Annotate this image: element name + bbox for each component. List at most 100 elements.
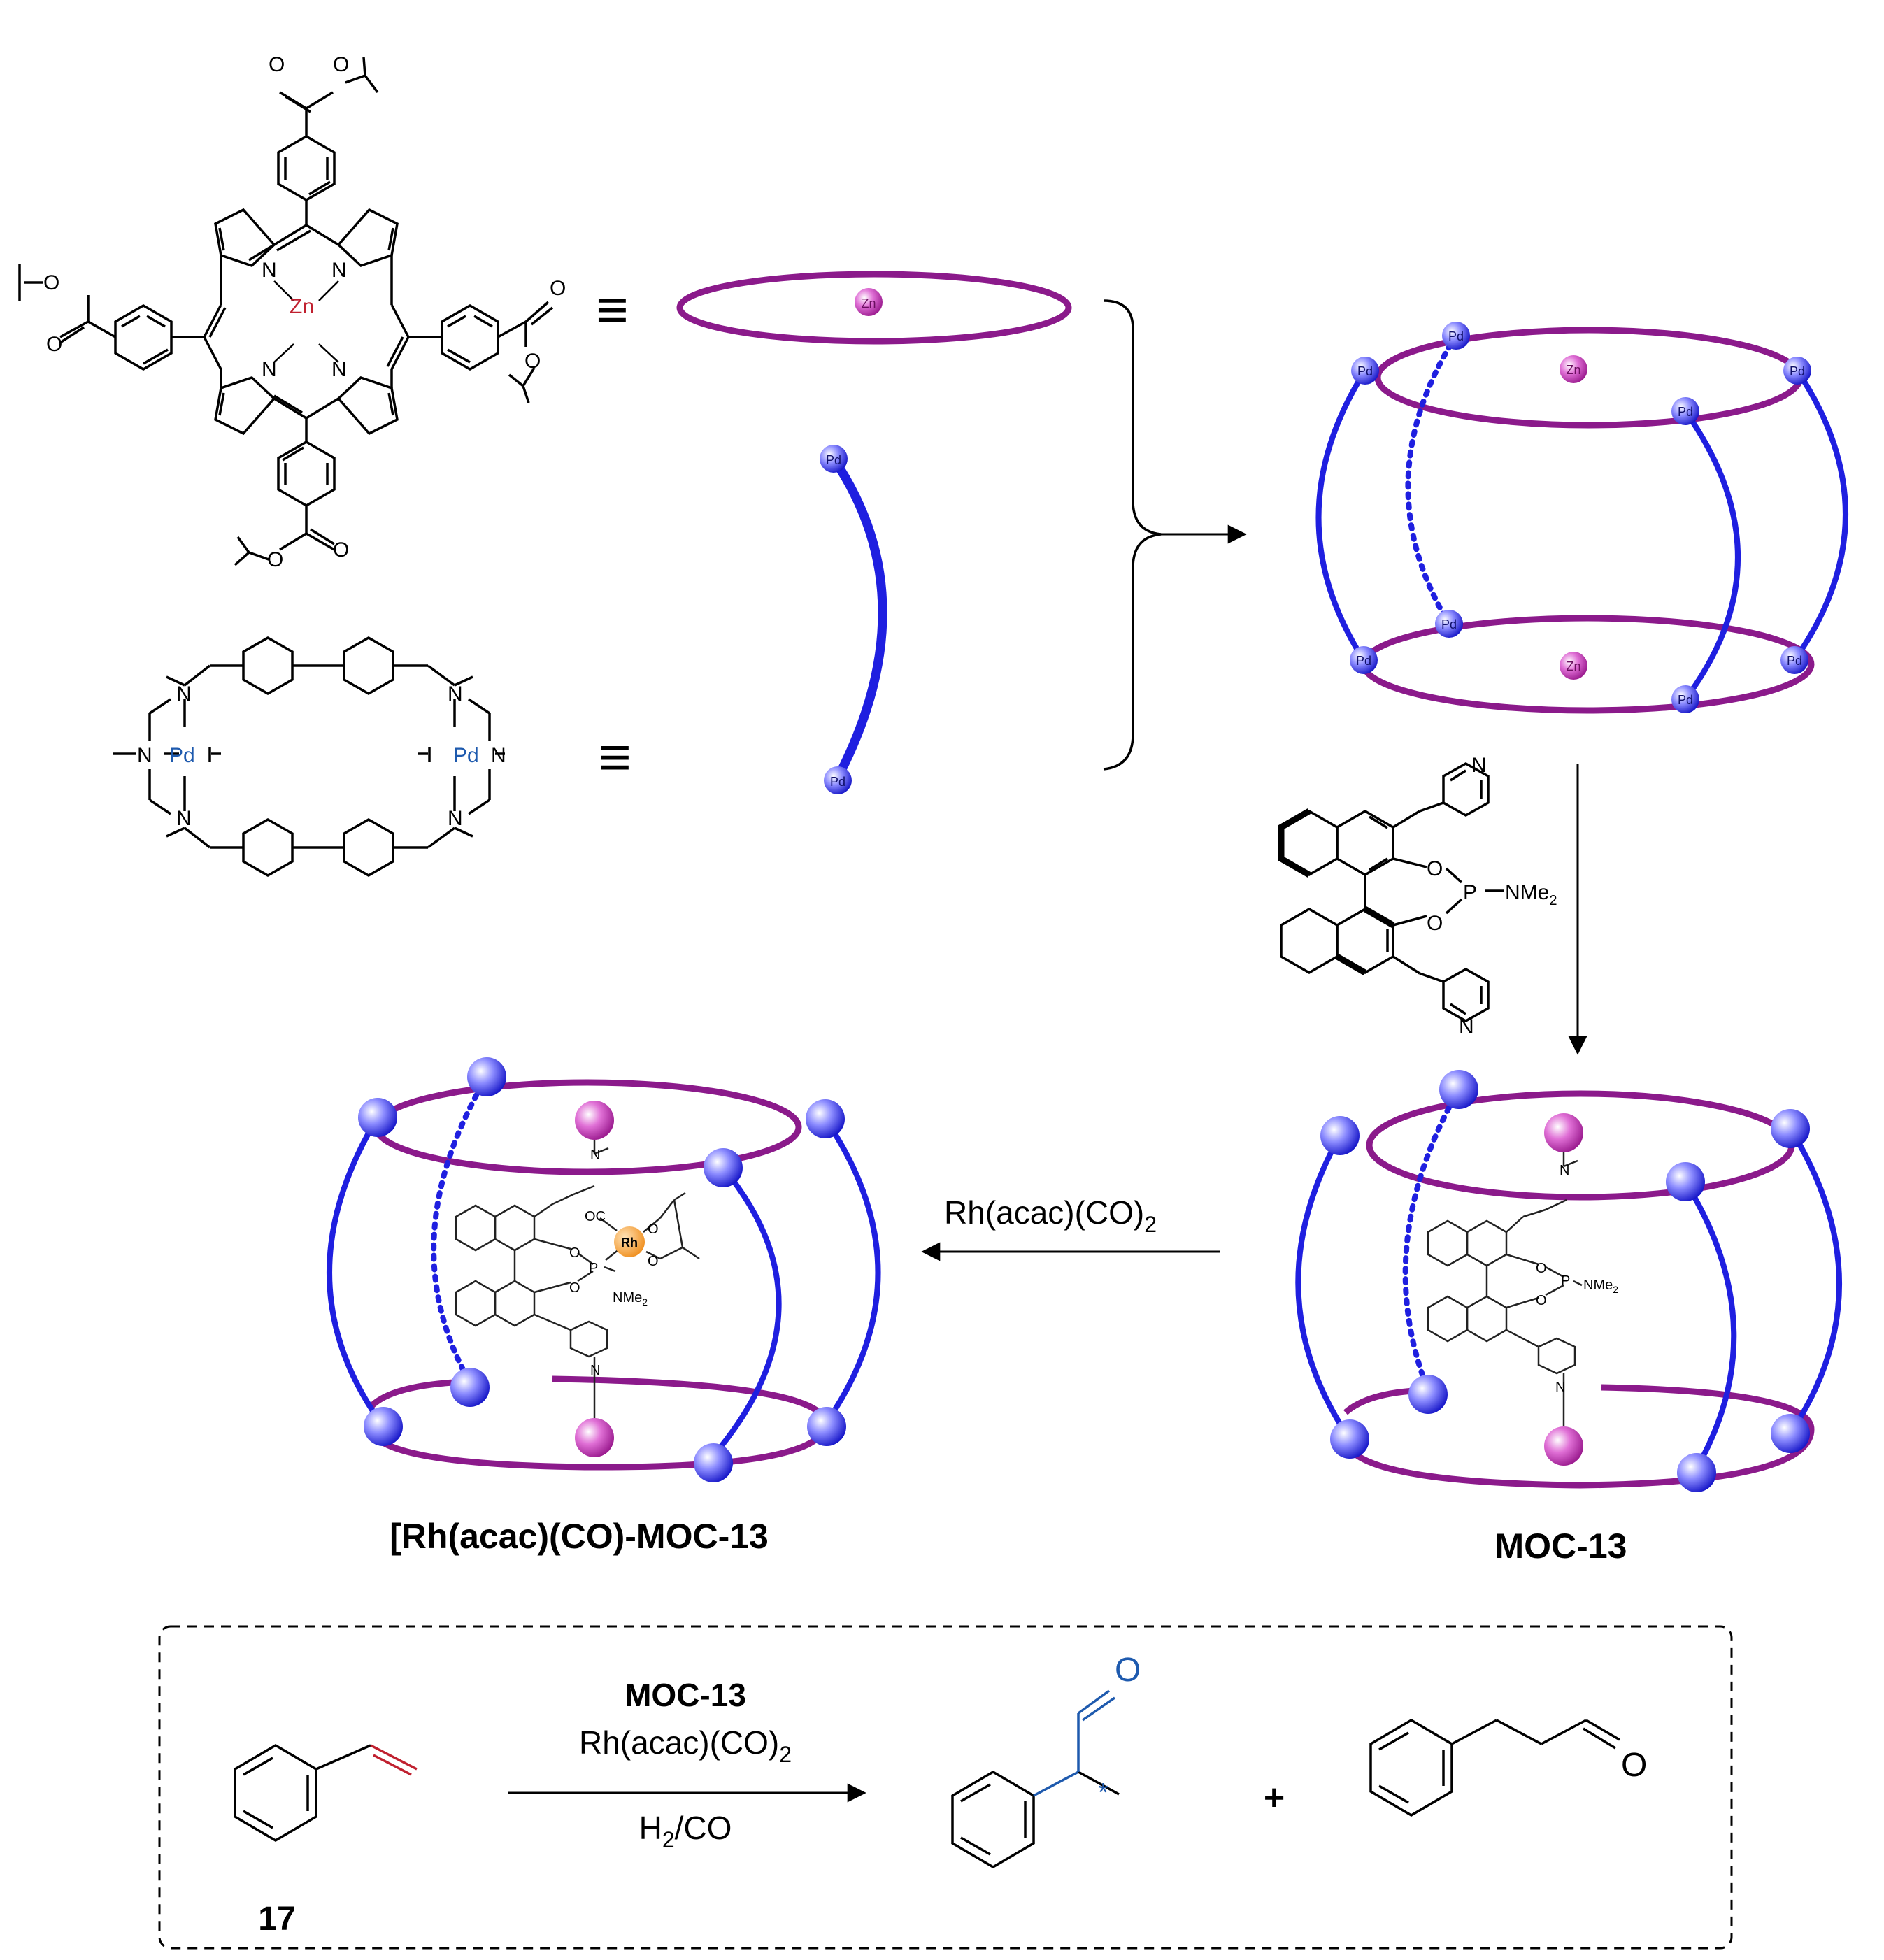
svg-text:Zn: Zn: [1566, 659, 1580, 673]
svg-text:Pd: Pd: [830, 775, 845, 789]
atom-o: O: [46, 333, 62, 356]
pd-node: [1771, 1414, 1810, 1453]
encapsulated-rh-ligand: [455, 1140, 700, 1418]
svg-text:O: O: [1536, 1293, 1547, 1308]
atom-o: O: [269, 53, 285, 76]
svg-text:P: P: [1561, 1273, 1570, 1289]
pd-node: Pd: [1351, 357, 1379, 385]
svg-text:O: O: [569, 1245, 580, 1261]
zn-node: Zn: [1560, 652, 1587, 680]
atom-n: N: [262, 358, 277, 381]
pd-linker-cartoon: [829, 456, 887, 783]
pd-node: Pd: [1671, 397, 1699, 425]
svg-text:Zn: Zn: [1566, 363, 1580, 377]
atom-o: O: [1427, 912, 1443, 935]
pd-macrocycle-structure: [113, 636, 505, 878]
pd-node: Pd: [824, 766, 852, 794]
atom-o: O: [550, 277, 566, 300]
svg-text:Pd: Pd: [1678, 693, 1693, 707]
zn-porphyrin-structure: [18, 57, 554, 566]
zn-node: [1544, 1426, 1583, 1466]
pd-node: [358, 1098, 397, 1137]
atom-o: O: [333, 53, 349, 76]
pd-node: [1771, 1109, 1810, 1148]
atom-n: N: [137, 744, 152, 767]
atom-o: O: [1115, 1652, 1141, 1689]
pd-node: [1320, 1116, 1360, 1155]
plus-sign: +: [1264, 1777, 1285, 1818]
svg-text:O: O: [648, 1222, 659, 1237]
svg-text:NMe2: NMe2: [1583, 1278, 1618, 1295]
svg-text:N: N: [1560, 1163, 1569, 1178]
svg-text:O: O: [1536, 1261, 1547, 1276]
catalyst-label: MOC-13: [625, 1677, 746, 1713]
svg-text:Rh: Rh: [621, 1236, 638, 1250]
atom-o: O: [524, 350, 541, 373]
atom-zn: Zn: [290, 295, 314, 318]
atom-n: N: [491, 744, 506, 767]
svg-text:Zn: Zn: [861, 296, 876, 310]
pd-node: [704, 1148, 743, 1187]
svg-text:Pd: Pd: [826, 453, 841, 467]
pd-node: Pd: [1442, 322, 1470, 350]
atom-n: N: [1471, 754, 1487, 777]
svg-text:Pd: Pd: [1787, 654, 1802, 668]
atom-o: O: [43, 271, 59, 294]
cage-zn-pd: Pd Pd Pd Pd Pd Pd Pd Pd Zn Zn: [1315, 322, 1848, 714]
syngas-label: H2/CO: [639, 1810, 732, 1852]
atom-n: N: [176, 682, 192, 706]
zn-node: [575, 1418, 614, 1457]
svg-text:N: N: [590, 1363, 600, 1378]
pd-node: [1666, 1162, 1705, 1201]
zn-node: [575, 1101, 614, 1140]
svg-text:Pd: Pd: [1357, 364, 1373, 378]
pd-node: [1677, 1453, 1716, 1492]
substrate-label: 17: [258, 1901, 295, 1938]
atom-o: O: [333, 538, 349, 561]
pd-node: [467, 1057, 506, 1096]
combining-brace: [1103, 299, 1162, 771]
atom-n: N: [448, 807, 463, 830]
phosphoramidite-ligand: [1278, 761, 1504, 1023]
equivalence-symbol: ≡: [596, 278, 629, 341]
ligand-atom-labels: N N O O P NMe2: [1427, 754, 1557, 1038]
pd-node: [1439, 1070, 1478, 1109]
pd-node: Pd: [1435, 610, 1463, 638]
svg-text:O: O: [569, 1280, 580, 1296]
pd-node: [450, 1368, 490, 1407]
atom-pd: Pd: [169, 744, 195, 767]
porphyrin-atom-labels: N N N N Zn O O O O O O O O: [43, 53, 566, 571]
styrene-structure: [234, 1743, 418, 1843]
rh-precursor-label: Rh(acac)(CO)2: [579, 1724, 792, 1767]
stereocenter-star: *: [1098, 1778, 1108, 1808]
atom-nme2: NMe2: [1505, 881, 1557, 908]
atom-n: N: [176, 807, 192, 830]
svg-text:O: O: [648, 1254, 659, 1269]
svg-text:OC: OC: [585, 1209, 606, 1224]
pd-node: [1408, 1375, 1448, 1414]
svg-text:Pd: Pd: [1790, 364, 1805, 378]
svg-text:N: N: [590, 1147, 600, 1163]
svg-text:NMe2: NMe2: [613, 1290, 648, 1308]
hydroformylation-box: [158, 1625, 1733, 1950]
pd-node: Pd: [1780, 646, 1808, 674]
moc-13-cage: N O O P NMe2 N: [1295, 1070, 1842, 1492]
equivalence-symbol: ≡: [599, 726, 631, 788]
atom-o: O: [1621, 1747, 1647, 1784]
svg-text:Pd: Pd: [1356, 654, 1371, 668]
atom-n: N: [331, 259, 347, 282]
rh-moc-13-cage: Rh OC N O O P NMe2 O O N: [327, 1057, 881, 1482]
svg-text:Pd: Pd: [1441, 617, 1457, 631]
svg-text:N: N: [1555, 1380, 1565, 1395]
branched-aldehyde-structure: [951, 1689, 1120, 1869]
encapsulated-ligand: [1427, 1152, 1583, 1426]
linear-aldehyde-structure: [1369, 1718, 1620, 1817]
moc-13-label: MOC-13: [1495, 1526, 1627, 1566]
svg-text:Pd: Pd: [1448, 329, 1464, 343]
atom-n: N: [1459, 1015, 1474, 1038]
atom-n: N: [262, 259, 277, 282]
atom-o: O: [267, 548, 283, 571]
svg-text:P: P: [589, 1261, 598, 1276]
atom-p: P: [1463, 881, 1477, 904]
